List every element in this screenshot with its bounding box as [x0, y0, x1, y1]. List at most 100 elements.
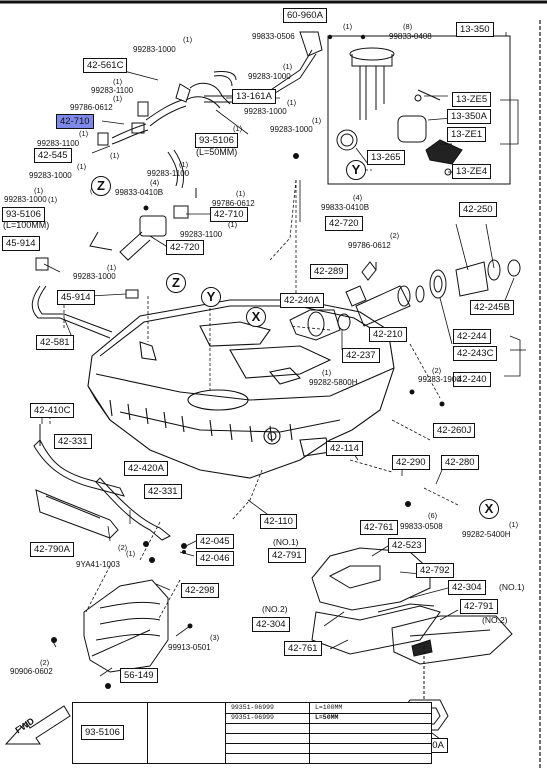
part-callout-93-5106-l100[interactable]: 93-5106 — [2, 207, 45, 222]
quantity-count: (1) — [126, 549, 136, 558]
quantity-count: (2) — [118, 543, 128, 552]
quantity-count: (1) — [228, 220, 238, 229]
quantity-count: (1) — [322, 368, 332, 377]
part-callout-42-290[interactable]: 42-290 — [392, 455, 430, 470]
part-callout-42-561C[interactable]: 42-561C — [83, 58, 128, 73]
part-callout-42-710[interactable]: 42-710 — [210, 207, 248, 222]
part-callout-42-720-right[interactable]: 42-720 — [325, 216, 363, 231]
quantity-count: (2) — [390, 231, 400, 240]
legend-divider — [147, 703, 148, 763]
part-callout-13-350A[interactable]: 13-350A — [447, 109, 491, 124]
quantity-count: (2) — [40, 658, 50, 667]
fasteners — [51, 34, 445, 689]
quantity-count: (1) — [312, 116, 322, 125]
part-callout-42-280[interactable]: 42-280 — [441, 455, 479, 470]
length-50mm-label: (L=50MM) — [196, 147, 238, 157]
part-callout-56-149[interactable]: 56-149 — [120, 668, 158, 683]
quantity-count: (1) — [343, 22, 353, 31]
legend-divider — [225, 743, 431, 744]
part-number: 99283-1100 — [91, 86, 134, 95]
part-callout-45-914-lower[interactable]: 45-914 — [57, 290, 95, 305]
part-number: 99282-5400H — [462, 530, 511, 539]
part-callout-42-240A[interactable]: 42-240A — [280, 293, 324, 308]
part-callout-13-161A[interactable]: 13-161A — [232, 89, 276, 104]
legend-part-93-5106[interactable]: 93-5106 — [81, 725, 124, 740]
part-number: 99283-1100 — [147, 169, 190, 178]
part-callout-42-420A[interactable]: 42-420A — [124, 461, 168, 476]
part-callout-42-046[interactable]: 42-046 — [196, 551, 234, 566]
quantity-count: (1) — [107, 263, 117, 272]
part-callout-13-ZE5[interactable]: 13-ZE5 — [452, 92, 492, 107]
reference-marker-y: Y — [346, 160, 366, 180]
reference-marker-z: Z — [166, 273, 186, 293]
part-callout-42-790A[interactable]: 42-790A — [30, 542, 74, 557]
no2-label-791: (NO.2) — [482, 615, 508, 625]
part-callout-42-289[interactable]: 42-289 — [310, 264, 348, 279]
legend-code-row1: 99351-06999 — [231, 704, 274, 711]
part-number: 99283-1100 — [37, 139, 80, 148]
part-callout-42-237[interactable]: 42-237 — [342, 348, 380, 363]
fuel-pump-box — [327, 35, 511, 185]
part-callout-42-523[interactable]: 42-523 — [388, 538, 426, 553]
part-callout-42-240[interactable]: 42-240 — [453, 372, 491, 387]
quantity-count: (1) — [113, 94, 123, 103]
part-callout-42-710-highlighted[interactable]: 42-710 — [56, 114, 94, 129]
part-callout-42-545[interactable]: 42-545 — [34, 148, 72, 163]
part-callout-93-5106-l50[interactable]: 93-5106 — [195, 133, 238, 148]
quantity-count: (1) — [179, 160, 189, 169]
part-callout-42-761-lower[interactable]: 42-761 — [284, 641, 322, 656]
reference-marker-z: Z — [91, 176, 111, 196]
quantity-count: (1) — [48, 195, 58, 204]
part-number: 99283-1000 — [244, 107, 287, 116]
legend-divider — [225, 713, 431, 714]
quantity-count: (1) — [110, 151, 120, 160]
quantity-count: (1) — [233, 124, 243, 133]
part-callout-42-114[interactable]: 42-114 — [326, 441, 363, 456]
part-callout-42-581[interactable]: 42-581 — [36, 335, 74, 350]
part-callout-42-298[interactable]: 42-298 — [181, 583, 219, 598]
part-callout-42-250[interactable]: 42-250 — [459, 202, 497, 217]
part-callout-42-791-no1[interactable]: 42-791 — [268, 548, 306, 563]
part-callout-42-792[interactable]: 42-792 — [416, 563, 454, 578]
reference-marker-x: X — [479, 499, 499, 519]
no1-label-791: (NO.1) — [273, 537, 299, 547]
part-number: 99283-1100 — [180, 230, 223, 239]
part-number: 99786-0612 — [212, 199, 255, 208]
part-callout-42-331-lower[interactable]: 42-331 — [144, 484, 182, 499]
part-callout-13-350[interactable]: 13-350 — [456, 22, 494, 37]
part-callout-42-720-left[interactable]: 42-720 — [166, 240, 204, 255]
part-callout-13-ZE1[interactable]: 13-ZE1 — [447, 127, 487, 142]
quantity-count: (1) — [113, 77, 123, 86]
part-callout-42-110[interactable]: 42-110 — [260, 514, 297, 529]
part-callout-42-331-upper[interactable]: 42-331 — [54, 434, 92, 449]
part-callout-42-210[interactable]: 42-210 — [369, 327, 407, 342]
legend-divider — [225, 733, 431, 734]
part-callout-42-245B[interactable]: 42-245B — [470, 300, 514, 315]
part-callout-45-914-upper[interactable]: 45-914 — [2, 236, 40, 251]
part-number: 99283-1000 — [270, 125, 313, 134]
part-callout-42-304-no1[interactable]: 42-304 — [448, 580, 486, 595]
part-callout-42-244[interactable]: 42-244 — [453, 329, 491, 344]
no2-label-304: (NO.2) — [262, 604, 288, 614]
part-callout-13-265[interactable]: 13-265 — [367, 150, 405, 165]
part-number: 99833-0410B — [321, 203, 370, 212]
part-callout-42-045[interactable]: 42-045 — [196, 534, 234, 549]
part-callout-42-260J[interactable]: 42-260J — [433, 423, 476, 438]
part-callout-42-791-no2[interactable]: 42-791 — [460, 599, 498, 614]
part-number: 90906-0602 — [10, 667, 53, 676]
part-number: 99786-0612 — [348, 241, 391, 250]
part-callout-60-960A[interactable]: 60-960A — [283, 8, 327, 23]
part-number: 99283-1000 — [248, 72, 291, 81]
part-callout-42-243C[interactable]: 42-243C — [453, 346, 498, 361]
part-callout-42-410C[interactable]: 42-410C — [30, 403, 75, 418]
tank-straps — [33, 424, 171, 541]
legend-length-row2: L=50MM — [315, 714, 339, 721]
no1-label-304: (NO.1) — [499, 582, 525, 592]
part-callout-13-ZE4[interactable]: 13-ZE4 — [452, 164, 492, 179]
part-number: 99283-1000 — [29, 171, 72, 180]
part-callout-42-304-no2[interactable]: 42-304 — [252, 617, 290, 632]
reference-marker-y: Y — [201, 287, 221, 307]
part-callout-42-761-upper[interactable]: 42-761 — [360, 520, 398, 535]
